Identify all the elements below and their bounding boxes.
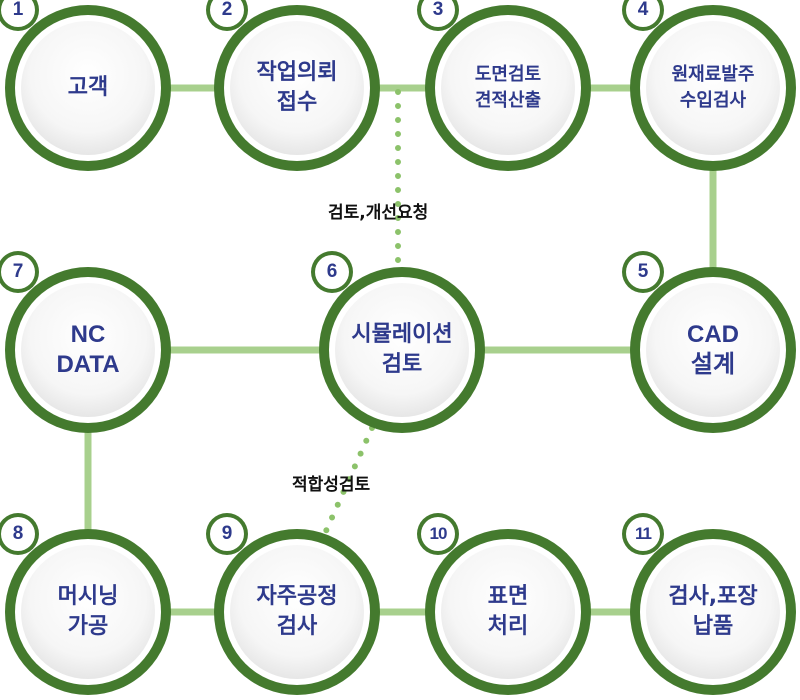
- step-label-line: 가공: [67, 614, 109, 639]
- step-label-line: 자주공정: [256, 584, 338, 609]
- review-request-label: 검토,개선요청: [328, 203, 429, 223]
- step-number: 6: [315, 255, 349, 289]
- step-number-badge: 10: [417, 513, 459, 555]
- step-label-line: 검토: [381, 352, 423, 377]
- step-label-line: 설계: [690, 351, 736, 378]
- step-number: 10: [421, 517, 455, 551]
- step-number: 8: [1, 517, 35, 551]
- step-label-line: 작업의뢰: [256, 60, 338, 85]
- process-step-7: NC DATA: [5, 267, 171, 433]
- step-label-line: 수입검사: [679, 90, 747, 111]
- step-label-line: 원재료발주: [671, 64, 755, 85]
- step-label: 고객: [21, 21, 155, 155]
- step-label-line: 표면: [487, 584, 529, 609]
- step-number: 2: [210, 0, 244, 27]
- step-label-line: 검사,포장: [668, 584, 758, 609]
- step-number: 11: [626, 517, 660, 551]
- step-number: 3: [421, 0, 455, 27]
- step-number-badge: 6: [311, 251, 353, 293]
- suitability-review-label: 적합성검토: [292, 475, 371, 495]
- step-number: 4: [626, 0, 660, 27]
- step-label-line: DATA: [56, 351, 120, 378]
- step-number-badge: 8: [0, 513, 39, 555]
- step-number-badge: 9: [206, 513, 248, 555]
- step-number-badge: 3: [417, 0, 459, 31]
- step-label-line: 도면검토: [474, 64, 542, 85]
- process-step-1: 고객: [5, 5, 171, 171]
- step-number: 5: [626, 255, 660, 289]
- step-label-line: 머시닝: [57, 584, 119, 609]
- step-number: 1: [1, 0, 35, 27]
- process-step-5: CAD 설계: [630, 267, 796, 433]
- step-number: 7: [1, 255, 35, 289]
- step-label-line: 견적산출: [474, 90, 542, 111]
- step-label-line: 검사: [276, 614, 318, 639]
- step-label-line: NC: [70, 321, 106, 348]
- step-number-badge: 11: [622, 513, 664, 555]
- step-label: NC DATA: [21, 283, 155, 417]
- step-number-badge: 5: [622, 251, 664, 293]
- step-number: 9: [210, 517, 244, 551]
- step-label-line: 처리: [487, 614, 529, 639]
- step-label-line: 접수: [276, 90, 318, 115]
- step-number-badge: 7: [0, 251, 39, 293]
- step-label-line: 납품: [692, 614, 734, 639]
- step-label-line: 고객: [67, 75, 109, 100]
- step-label-line: CAD: [687, 321, 739, 348]
- step-label: CAD 설계: [646, 283, 780, 417]
- step-label-line: 시뮬레이션: [351, 322, 453, 347]
